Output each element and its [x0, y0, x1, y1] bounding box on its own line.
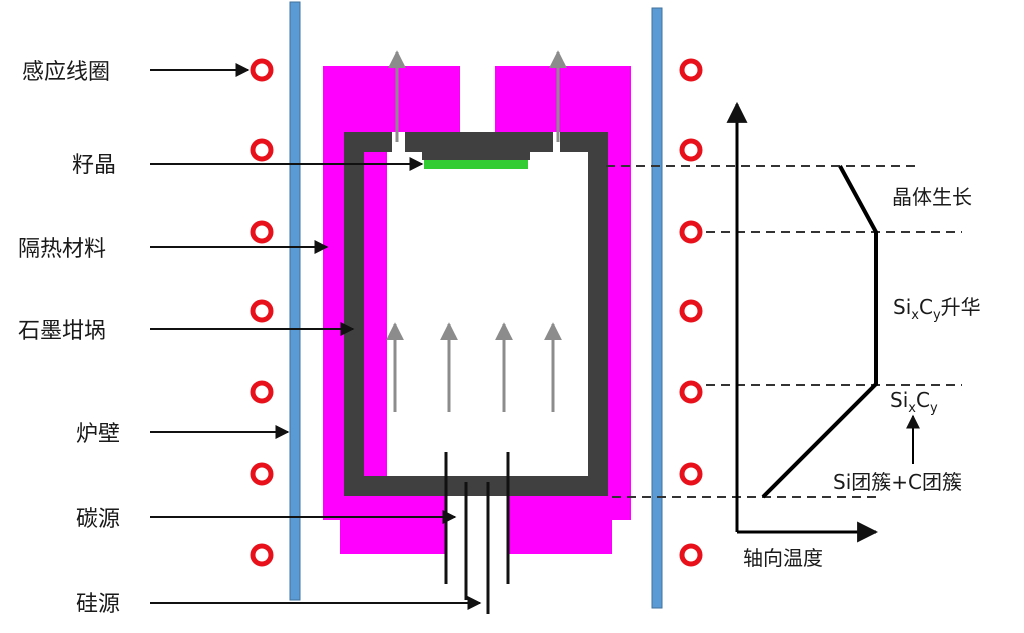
label-sixcy-species: SixCy [890, 388, 938, 416]
label-silicon-source: 硅源 [76, 592, 120, 617]
label-axial-temperature: 轴向温度 [743, 546, 823, 570]
coil-icon [679, 58, 703, 82]
label-crystal-growth: 晶体生长 [892, 185, 972, 209]
coil-icon [679, 543, 703, 567]
coil-icon [679, 138, 703, 162]
coil-icon [250, 58, 274, 82]
coil-icon [679, 220, 703, 244]
induction-coils [250, 58, 703, 567]
crucible-lid-stem [422, 152, 530, 160]
coil-icon [250, 138, 274, 162]
crucible-lid [405, 132, 553, 152]
label-sublimation: SixCy升华 [893, 295, 981, 323]
label-graphite-crucible: 石墨坩埚 [18, 319, 106, 344]
coil-icon [679, 462, 703, 486]
temperature-axes [726, 101, 879, 543]
coil-icon [250, 543, 274, 567]
coil-icon [679, 380, 703, 404]
label-insulation: 隔热材料 [18, 237, 106, 262]
seed-crystal [424, 160, 528, 169]
vapor-flow-arrows [386, 50, 567, 412]
leader-arrows [150, 63, 482, 610]
coil-icon [250, 380, 274, 404]
label-induction-coil: 感应线圈 [22, 60, 110, 85]
furnace-wall-left [289, 1, 301, 601]
coil-icon [679, 299, 703, 323]
coil-icon [250, 220, 274, 244]
coil-icon [250, 299, 274, 323]
label-carbon-source: 碳源 [76, 507, 120, 532]
furnace-wall-right [651, 7, 663, 609]
label-clusters: Si团簇+C团簇 [833, 470, 962, 494]
label-furnace-wall: 炉壁 [76, 422, 120, 447]
temperature-profile-curve [761, 165, 878, 499]
coil-icon [250, 462, 274, 486]
temperature-level-lines [606, 165, 962, 498]
label-seed-crystal: 籽晶 [72, 153, 116, 178]
graphite-crucible [344, 132, 608, 496]
